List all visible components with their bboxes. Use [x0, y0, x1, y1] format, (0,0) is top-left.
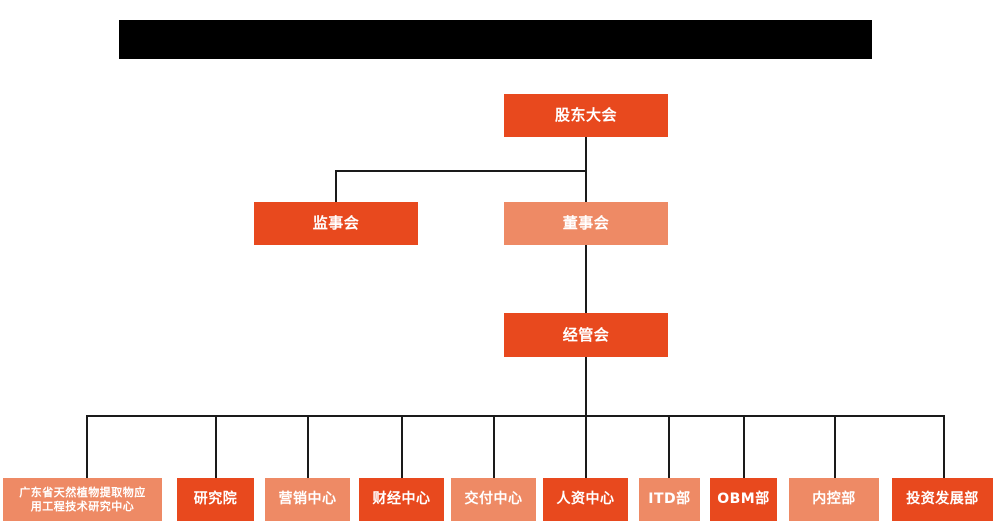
- node-management[interactable]: 经管会: [504, 313, 668, 357]
- connector-to-supervisors: [335, 170, 337, 203]
- connector-to-directors: [585, 170, 587, 203]
- node-dept-finance-label: 财经中心: [372, 490, 431, 507]
- node-dept-research-center-line2: 用工程技术研究中心: [30, 499, 135, 513]
- connector-management-down: [585, 357, 587, 416]
- node-dept-institute-label: 研究院: [193, 490, 238, 507]
- connector-to-dept-internal-control: [834, 415, 836, 478]
- node-supervisors[interactable]: 监事会: [254, 202, 418, 245]
- node-shareholders[interactable]: 股东大会: [504, 94, 668, 137]
- connector-to-dept-finance: [401, 415, 403, 478]
- connector-to-dept-obm: [743, 415, 745, 478]
- node-dept-obm-label: OBM部: [717, 490, 770, 507]
- node-dept-itd-label: ITD部: [648, 490, 691, 507]
- node-dept-internal-control-label: 内控部: [812, 490, 856, 507]
- node-supervisors-label: 监事会: [312, 214, 360, 233]
- node-dept-institute[interactable]: 研究院: [177, 478, 254, 521]
- connector-to-dept-delivery: [493, 415, 495, 478]
- node-dept-research-center-line1: 广东省天然植物提取物应: [19, 485, 146, 499]
- connector-to-dept-investment: [943, 415, 945, 478]
- redacted-title-text: [119, 20, 872, 59]
- connector-to-dept-hr: [585, 415, 587, 478]
- node-directors[interactable]: 董事会: [504, 202, 668, 245]
- node-dept-delivery[interactable]: 交付中心: [451, 478, 536, 521]
- node-dept-itd[interactable]: ITD部: [639, 478, 700, 521]
- node-dept-marketing[interactable]: 营销中心: [265, 478, 350, 521]
- connector-shareholders-down: [585, 137, 587, 171]
- connector-level2-bus: [335, 170, 587, 172]
- node-dept-investment-label: 投资发展部: [906, 490, 979, 507]
- node-dept-investment[interactable]: 投资发展部: [892, 478, 993, 521]
- connector-to-dept-itd: [668, 415, 670, 478]
- node-management-label: 经管会: [562, 325, 610, 344]
- node-dept-obm[interactable]: OBM部: [710, 478, 777, 521]
- connector-to-dept-research-center: [86, 415, 88, 478]
- node-dept-hr[interactable]: 人资中心: [543, 478, 628, 521]
- node-dept-research-center[interactable]: 广东省天然植物提取物应用工程技术研究中心: [3, 478, 162, 521]
- node-dept-marketing-label: 营销中心: [278, 490, 337, 507]
- connector-directors-to-management: [585, 244, 587, 313]
- connector-departments-bus: [86, 415, 945, 417]
- node-shareholders-label: 股东大会: [554, 106, 617, 125]
- node-directors-label: 董事会: [562, 214, 610, 233]
- node-dept-research-center-label: 广东省天然植物提取物应用工程技术研究中心: [7, 486, 158, 514]
- connector-to-dept-marketing: [307, 415, 309, 478]
- node-dept-delivery-label: 交付中心: [464, 490, 523, 507]
- node-dept-hr-label: 人资中心: [556, 490, 615, 507]
- redacted-title-bar: [119, 20, 872, 59]
- connector-to-dept-institute: [215, 415, 217, 478]
- node-dept-internal-control[interactable]: 内控部: [789, 478, 879, 521]
- node-dept-finance[interactable]: 财经中心: [359, 478, 444, 521]
